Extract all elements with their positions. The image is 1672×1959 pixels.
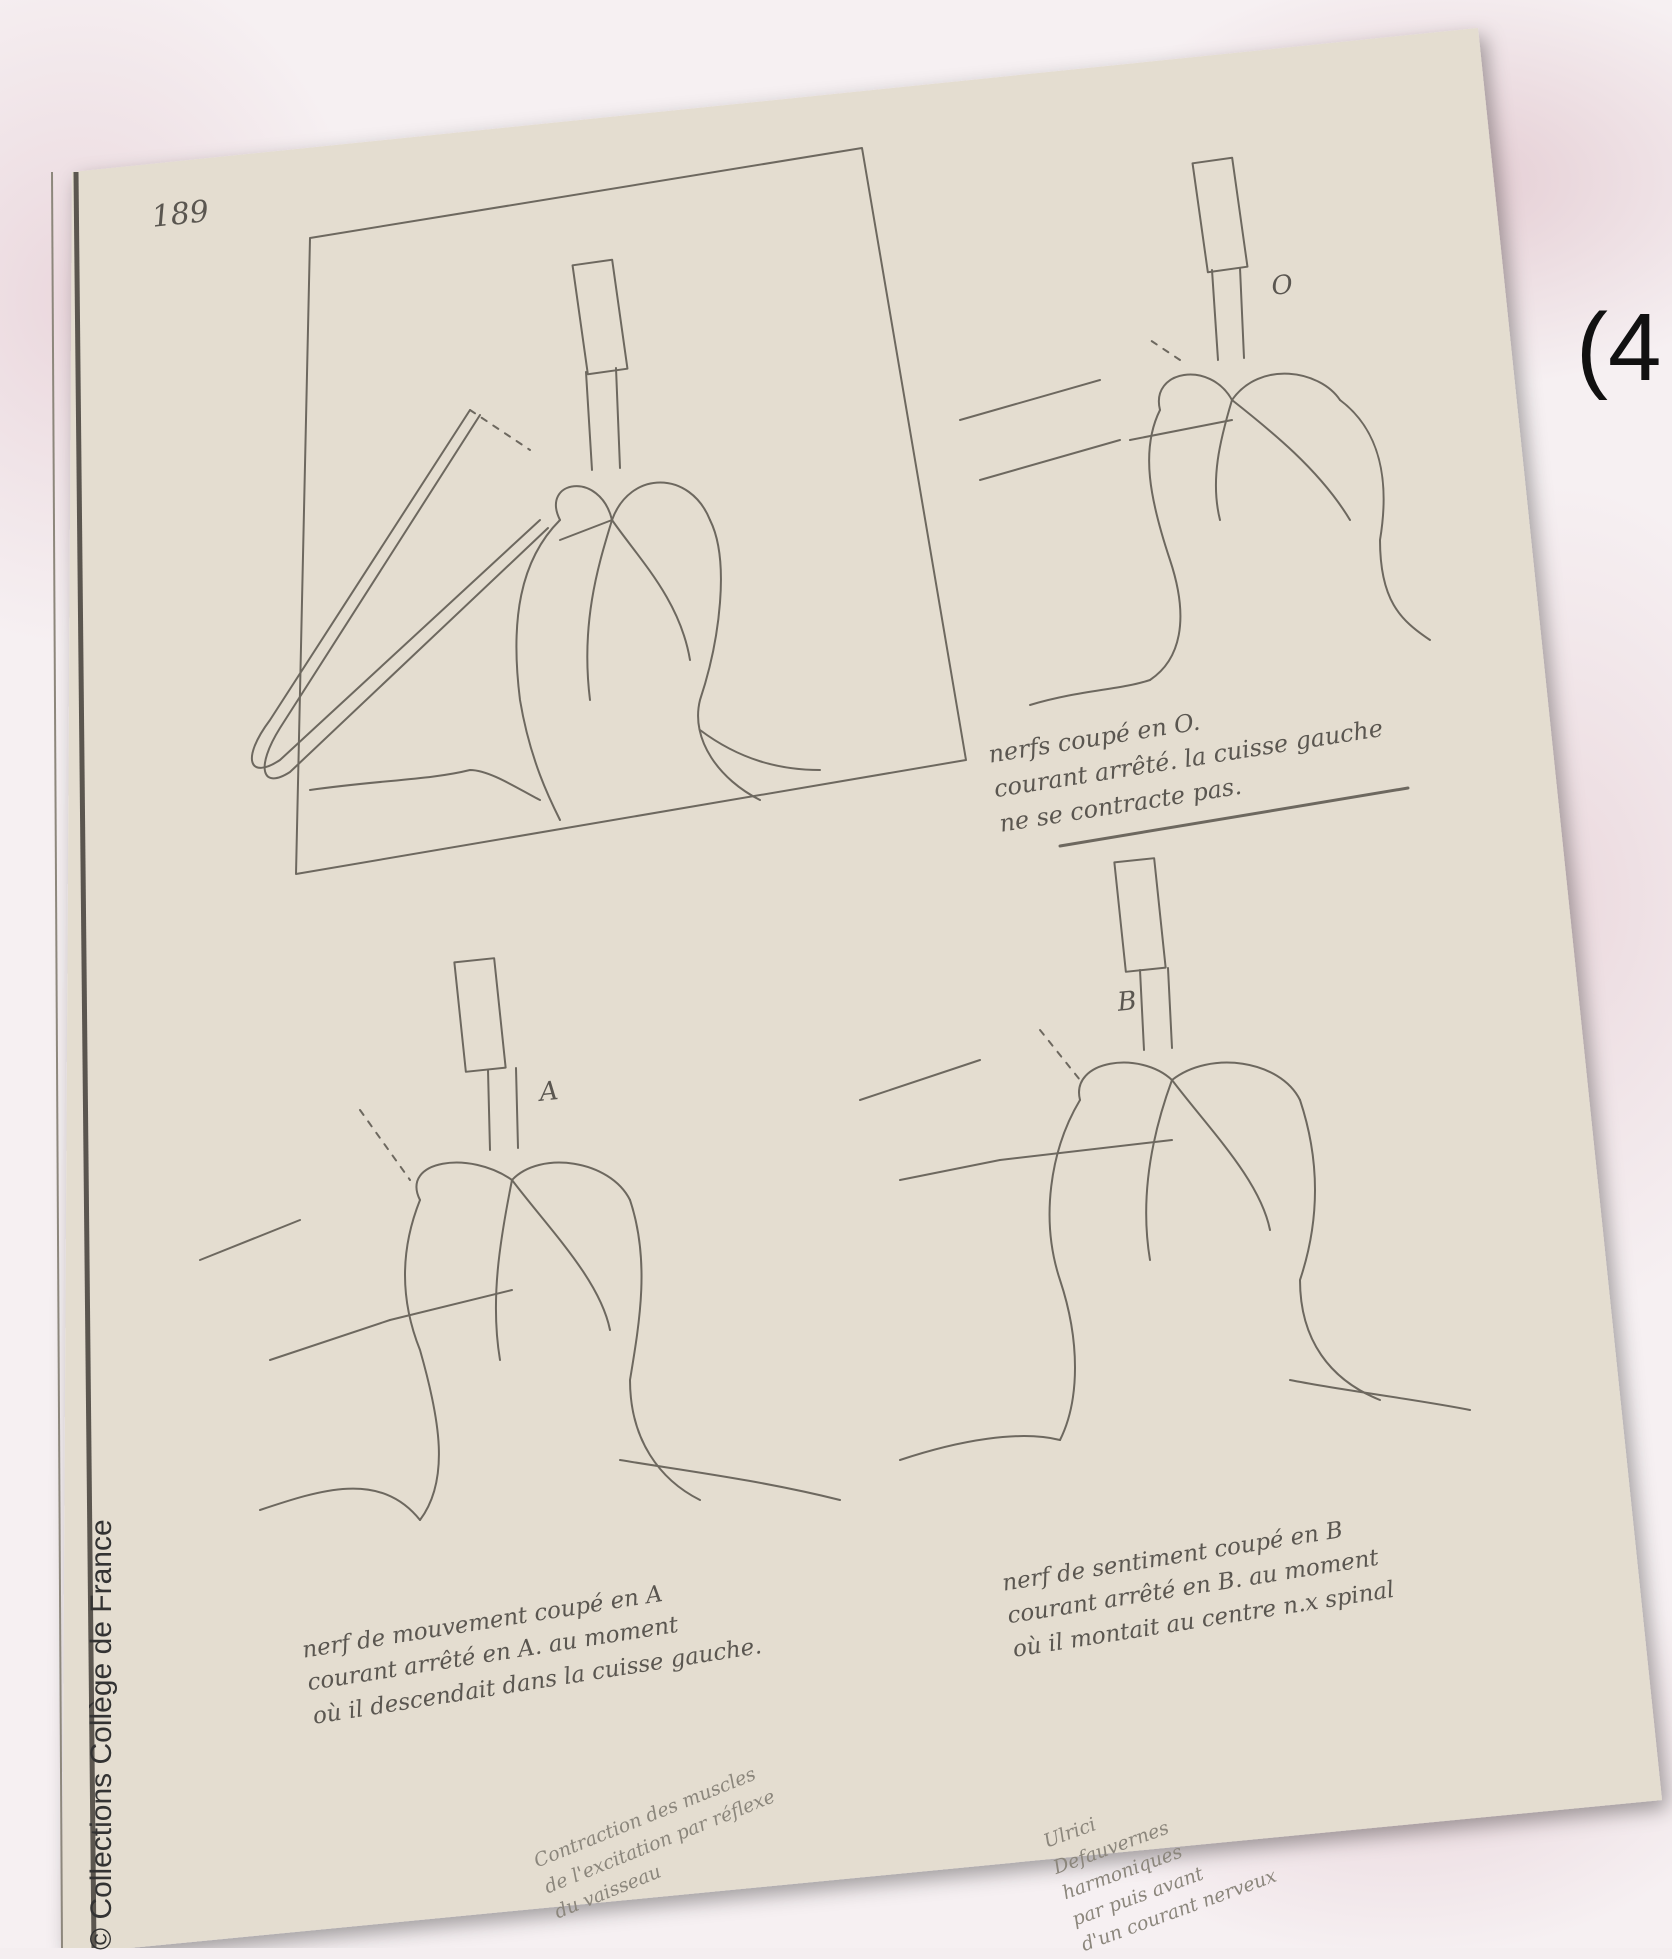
letter-a: A <box>538 1076 560 1108</box>
letter-o: O <box>1270 270 1294 302</box>
paper-sheet <box>62 28 1662 1948</box>
credit-text: © Collections Collège de France <box>85 1519 119 1950</box>
letter-b: B <box>1116 986 1138 1018</box>
page-number: 189 <box>150 194 211 235</box>
